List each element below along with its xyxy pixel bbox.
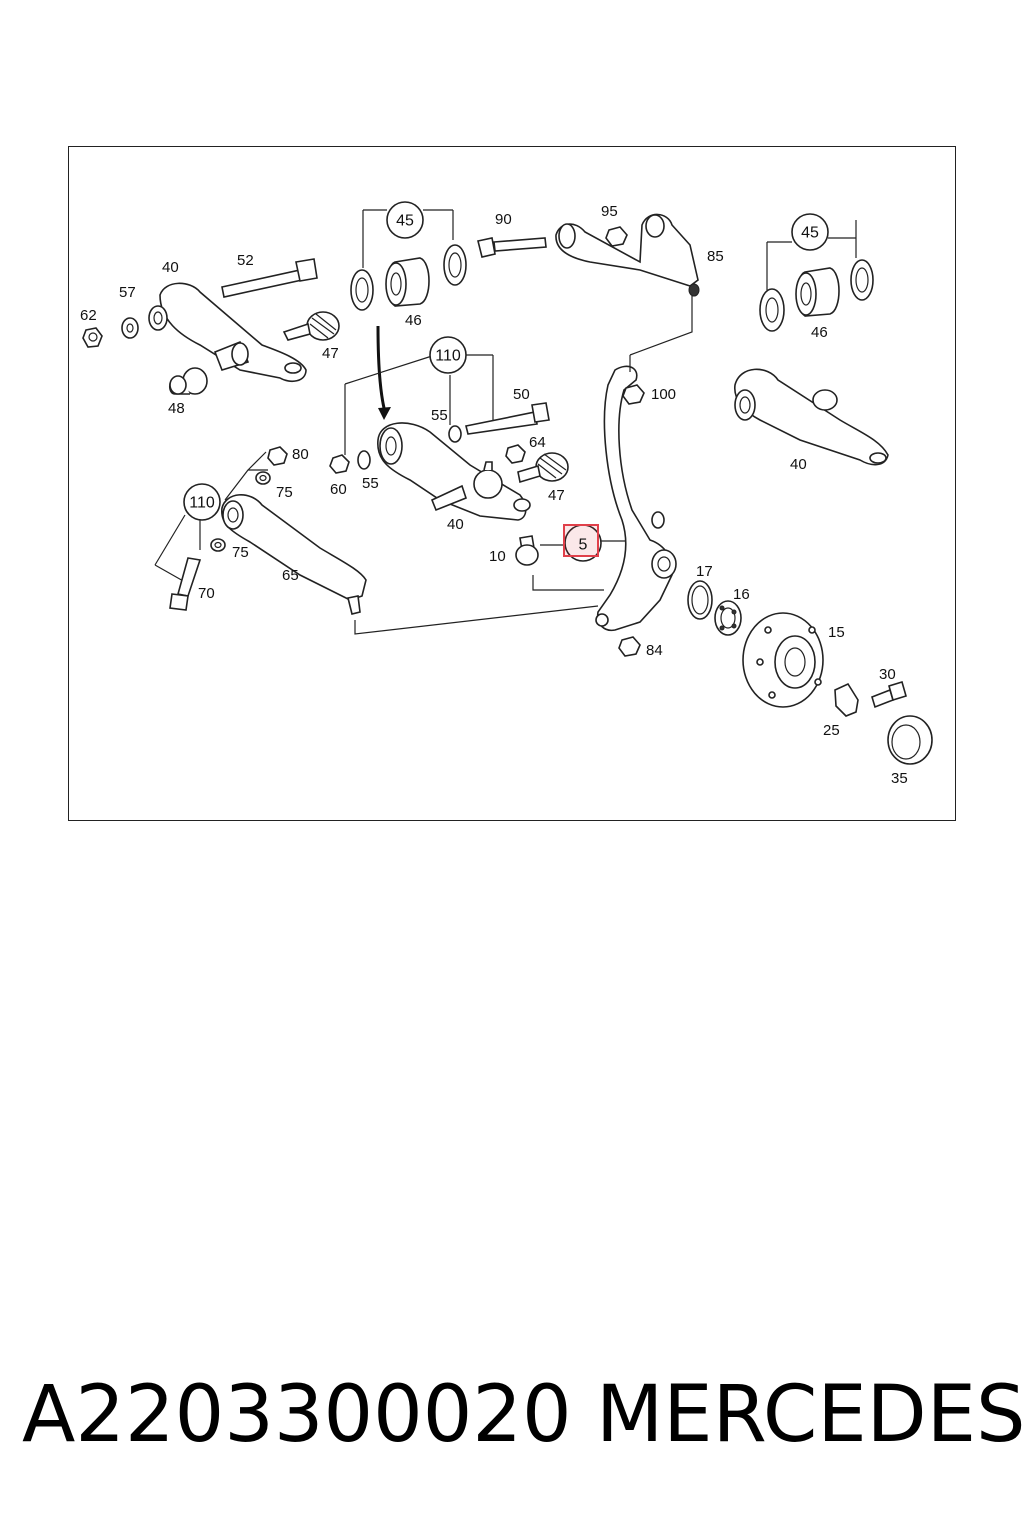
label-10: 10: [489, 548, 506, 565]
ball-joint-47-left: [282, 311, 340, 341]
washer-75-upper: [255, 471, 271, 485]
seal-17: [687, 580, 713, 620]
label-40-center: 40: [447, 516, 464, 533]
label-40-left: 40: [162, 259, 179, 276]
steering-knuckle: [595, 365, 677, 632]
label-75-lower: 75: [232, 544, 249, 561]
label-90: 90: [495, 211, 512, 228]
callout-110-lower: 110: [183, 483, 221, 521]
callout-5-highlighted[interactable]: 5: [563, 524, 602, 562]
footer-caption: A2203300020 MERCEDES: [0, 1370, 1024, 1470]
cap-35: [887, 715, 933, 765]
svg-text:110: 110: [435, 348, 461, 365]
label-35: 35: [891, 770, 908, 787]
bearing-16: [714, 600, 742, 636]
label-52: 52: [237, 252, 254, 269]
label-100: 100: [651, 386, 676, 403]
label-60: 60: [330, 481, 347, 498]
label-40-right: 40: [790, 456, 807, 473]
highlight-box: [563, 524, 599, 557]
bracket-110-lower: [154, 451, 268, 583]
nut-62: [82, 327, 103, 348]
bracket-110-upper: [344, 354, 494, 455]
label-46-right: 46: [811, 324, 828, 341]
nut-60: [329, 454, 350, 474]
nut-95: [605, 226, 628, 247]
callout-45-right: 45: [791, 213, 829, 251]
label-75-upper: 75: [276, 484, 293, 501]
ball-joint-10: [515, 535, 539, 566]
nut-80: [267, 446, 288, 466]
label-85: 85: [707, 248, 724, 265]
nut-100: [622, 384, 645, 405]
ball-joint-47-center: [517, 452, 569, 484]
bolt-90: [477, 237, 547, 258]
label-65: 65: [282, 567, 299, 584]
bolt-50: [465, 402, 550, 435]
label-47-center: 47: [548, 487, 565, 504]
clip-25: [834, 682, 859, 717]
washer-55-upper: [448, 425, 462, 443]
label-15: 15: [828, 624, 845, 641]
control-arm-40-right: [734, 368, 889, 466]
bushing-group-45-right: [759, 220, 874, 332]
label-55-upper: 55: [431, 407, 448, 424]
label-17: 17: [696, 563, 713, 580]
label-46-left: 46: [405, 312, 422, 329]
callout-110-upper: 110: [429, 336, 467, 374]
label-47-left: 47: [322, 345, 339, 362]
nut-64: [505, 444, 526, 464]
upper-arm-85: [555, 213, 700, 297]
washer-55-lower: [357, 450, 371, 470]
bolt-70: [169, 557, 202, 611]
label-48: 48: [168, 400, 185, 417]
label-62: 62: [80, 307, 97, 324]
svg-text:45: 45: [396, 213, 414, 230]
part-number: A2203300020: [22, 1370, 572, 1460]
control-arm-40-center: [377, 422, 531, 521]
bushing-group-45-left: [350, 209, 467, 311]
connector-lines: [354, 296, 693, 635]
label-50: 50: [513, 386, 530, 403]
label-80: 80: [292, 446, 309, 463]
bolt-30: [871, 680, 907, 709]
nut-84: [618, 636, 641, 657]
label-70: 70: [198, 585, 215, 602]
label-16: 16: [733, 586, 750, 603]
svg-text:110: 110: [189, 495, 215, 512]
brand-name: MERCEDES: [596, 1370, 1024, 1460]
bushing-48: [168, 367, 208, 395]
diagram-frame: [68, 146, 956, 821]
label-55-lower: 55: [362, 475, 379, 492]
svg-text:45: 45: [801, 225, 819, 242]
washer-57: [121, 317, 139, 339]
control-arm-40-left: [148, 282, 307, 383]
part-labels: 40 52 57 62 46 47 48 90 95 85 46 100 50 …: [80, 203, 908, 787]
label-95: 95: [601, 203, 618, 220]
label-25: 25: [823, 722, 840, 739]
label-57: 57: [119, 284, 136, 301]
bolt-52: [221, 258, 318, 298]
washer-75-lower: [210, 538, 226, 552]
hub-15: [742, 612, 824, 708]
control-arm-65: [221, 494, 367, 615]
callout-45-left: 45: [386, 201, 424, 239]
label-84: 84: [646, 642, 663, 659]
label-30: 30: [879, 666, 896, 683]
svg-text:5: 5: [579, 537, 588, 554]
label-64: 64: [529, 434, 546, 451]
